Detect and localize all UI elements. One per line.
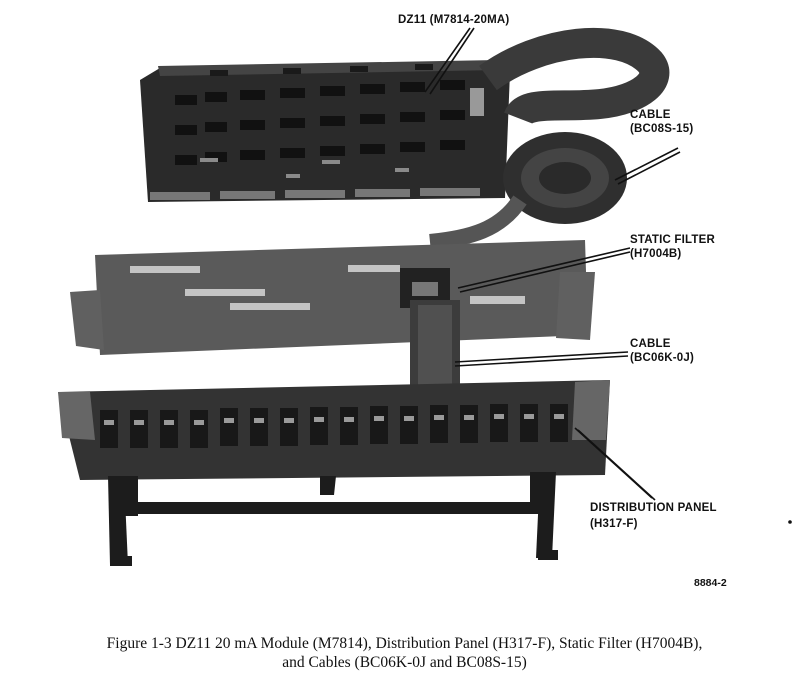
distribution-panel-title: DISTRIBUTION PANEL <box>590 502 717 514</box>
cable-bc06k-part: (BC06K-0J) <box>630 352 694 364</box>
cable-bc08s-title: CABLE <box>630 109 671 121</box>
static-filter-part: (H7004B) <box>630 248 682 260</box>
distribution-panel-part: (H317-F) <box>590 518 638 530</box>
cable-bc06k-title: CABLE <box>630 338 671 350</box>
dz11-module-board <box>140 60 510 202</box>
leader-lines <box>424 27 681 501</box>
caption-line-2: and Cables (BC06K-0J and BC08S-15) <box>282 654 527 671</box>
static-filter-panel <box>70 240 595 355</box>
cable-bc08s-part: (BC08S-15) <box>630 123 694 135</box>
dz11-label: DZ11 (M7814-20MA) <box>398 14 510 26</box>
distribution-panel <box>58 380 610 566</box>
caption-line-1: Figure 1-3 DZ11 20 mA Module (M7814), Di… <box>106 635 703 652</box>
figure-number: 8884-2 <box>694 577 727 589</box>
bc06k-cable <box>410 300 460 395</box>
bc08s-cable-coil <box>429 27 670 250</box>
static-filter-title: STATIC FILTER <box>630 234 716 246</box>
hardware-photo <box>58 27 792 566</box>
stray-dot <box>788 520 792 524</box>
